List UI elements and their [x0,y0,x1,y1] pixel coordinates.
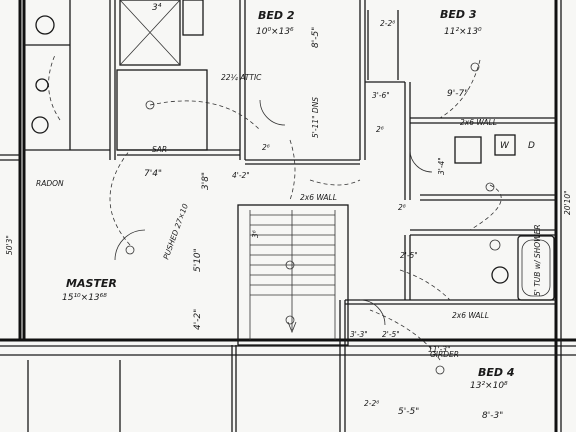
radon-label: RADON [36,179,64,188]
bed4-size: 13²×10⁸ [470,381,508,391]
stair-treads [250,214,335,334]
master-name: MASTER [66,277,117,290]
bed3-size: 11²×13⁰ [444,27,482,37]
dim-7: 2⁶ [376,125,384,134]
dim-15: 2'-5" [382,330,400,339]
dim-16: 11'-3" [428,345,451,354]
dimension-labels: 3⁴ 8'-5" 2-2⁶ 5'-11" DNS 9'-7" 3'-6" 2⁶ … [5,3,572,421]
dim-12: 2⁸ [398,203,406,212]
dim-11: 4'-2" [193,309,203,330]
dim-3: 2-2⁶ [380,19,395,28]
dim-25: 3⁶ [251,230,260,238]
dim-1: 3⁴ [152,3,162,13]
sar-label: SAR [152,145,167,154]
girder-label: GIRDER [430,350,459,359]
stair-wall-label: 2x6 WALL [300,193,337,202]
dim-4: 5'-11" DNS [311,97,320,138]
dim-23: 4'-2" [232,171,250,180]
room-labels: BED 2 10⁰×13⁶ BED 3 11²×13⁰ MASTER 15¹⁰×… [62,8,515,391]
master-size: 15¹⁰×13⁶⁸ [62,293,107,303]
bed2-size: 10⁰×13⁶ [256,27,294,37]
dim-9: 3'8" [201,172,211,190]
lower-wall-label: 2x6 WALL [452,311,489,320]
dim-21: 50'3" [5,235,14,255]
dim-5: 9'-7" [447,89,468,99]
hall-wall-label: 2x6 WALL [460,118,497,127]
dim-2: 8'-5" [311,27,321,48]
dim-13: 3'-4" [437,157,446,175]
dim-8: 7'4" [144,169,162,179]
dim-20: 20'10" [563,190,572,215]
bed3-name: BED 3 [440,8,477,21]
dim-24: 2'-5" [400,251,418,260]
fixtures [31,15,509,375]
dim-22: 2⁶ [262,143,270,152]
dim-14: 3'-3" [350,330,368,339]
attic-label: 22¼ ATTIC [221,73,262,82]
dryer-label: D [528,141,535,151]
bed4-name: BED 4 [478,366,515,379]
tub-label: 5' TUB w/ SHOWER [533,224,542,296]
dim-19: 2-2⁶ [364,399,379,408]
washer-label: W [500,141,510,151]
dim-18: 8'-3" [482,411,503,421]
electrical-wiring [48,54,502,361]
dim-6: 3'-6" [372,91,390,100]
dim-17: 5'-5" [398,407,419,417]
bed2-name: BED 2 [258,9,295,22]
dim-10: 5'10" [193,248,203,272]
